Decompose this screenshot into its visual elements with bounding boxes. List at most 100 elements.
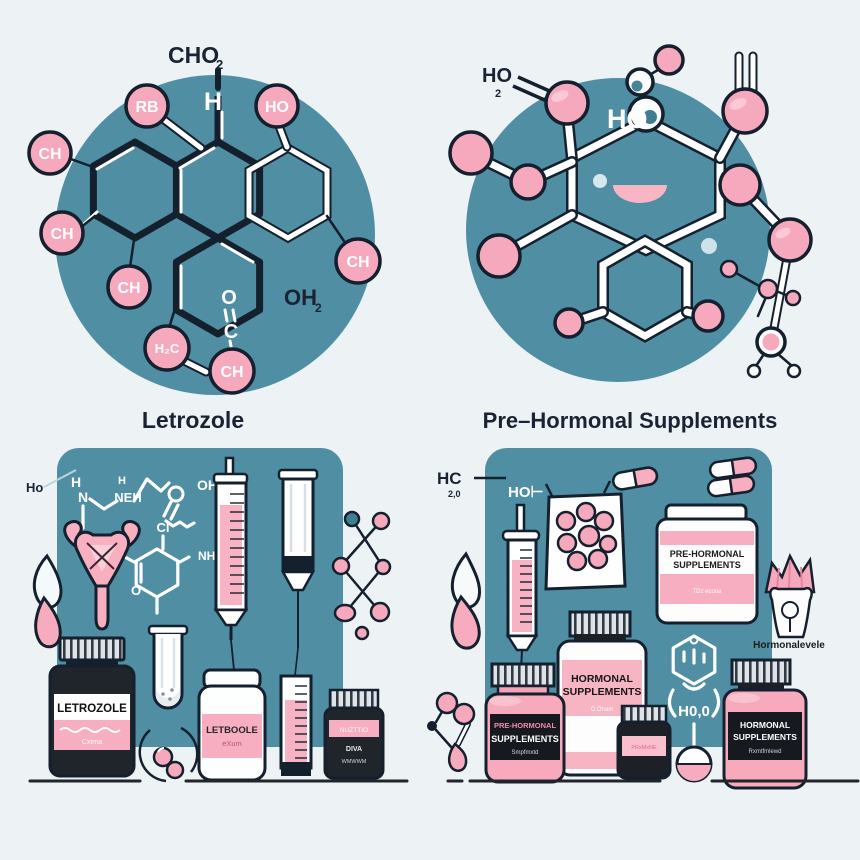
chain-ball bbox=[369, 601, 391, 623]
chain-ball bbox=[331, 556, 351, 576]
ball-stick-atoms bbox=[448, 44, 813, 379]
atom-rb-label: RB bbox=[135, 99, 158, 116]
label-pink-band bbox=[329, 720, 379, 737]
band-text: NUZTTIO bbox=[340, 727, 368, 734]
pink-ball bbox=[448, 130, 494, 176]
chain-ball bbox=[374, 558, 392, 576]
dish-arc-right bbox=[180, 726, 199, 773]
ball-highlight bbox=[551, 90, 569, 102]
letrozole-bottle-label: LETROZOLE bbox=[57, 703, 127, 715]
chain-ball bbox=[371, 511, 391, 531]
chain-ball bbox=[354, 625, 370, 641]
capsules bbox=[612, 456, 758, 498]
molecule-and-drop bbox=[427, 691, 476, 772]
bottle-shine bbox=[728, 693, 760, 703]
pink-ball-small bbox=[784, 289, 802, 307]
light-dot bbox=[593, 174, 607, 188]
hc-label: HC bbox=[437, 469, 462, 488]
skel-o-ring bbox=[167, 485, 185, 503]
hormonal-bottle-mid: HORMONAL SUPPLEMENTS O.Onam bbox=[556, 610, 648, 777]
pink-ball-small bbox=[757, 278, 779, 300]
molecule-ball bbox=[452, 702, 476, 726]
drop-pink bbox=[450, 594, 481, 650]
pill-highlight bbox=[157, 747, 165, 753]
tablet-half bbox=[677, 764, 711, 781]
pink-ball bbox=[544, 80, 590, 126]
uterus-illustration bbox=[63, 519, 141, 631]
letrozole-bottle: LETROZOLE Cxtma bbox=[48, 636, 136, 778]
ho-white-label: HO bbox=[607, 104, 648, 134]
pill bbox=[165, 760, 185, 780]
pill bbox=[555, 510, 577, 532]
atom-ch5-label: CH bbox=[346, 254, 369, 271]
tiny-atom-2 bbox=[786, 363, 802, 379]
right-line2: SUPPLEMENTS bbox=[733, 732, 797, 742]
pill bbox=[577, 524, 601, 548]
letrozole-bottle-subtext: Cxtma bbox=[82, 739, 102, 746]
teal-fleck-2 bbox=[643, 110, 657, 124]
dark-node bbox=[427, 721, 437, 731]
pink-bottle-right: HORMONAL SUPPLEMENTS Rxmtfmlewd bbox=[722, 658, 808, 790]
tiny-atom bbox=[746, 363, 762, 379]
pill bbox=[556, 532, 578, 554]
teardrop-right bbox=[450, 551, 482, 650]
jar-band-top bbox=[660, 531, 754, 545]
molecule-zigzag bbox=[331, 510, 392, 641]
annotation-line bbox=[43, 469, 77, 488]
speck bbox=[161, 692, 165, 696]
hex-dot bbox=[689, 635, 699, 645]
capsule-pair-bottom bbox=[706, 474, 756, 498]
small-black-bottle: NUZTTIO DIVA WMWWM bbox=[323, 688, 385, 780]
white-skeleton: H N H NEH OH Cl NH₂ O bbox=[71, 474, 221, 615]
left-line1: PRE-HORMONAL bbox=[494, 721, 556, 730]
letrozole-atoms: RB HO CH CH CH H₂C CH CH bbox=[27, 83, 382, 395]
taper bbox=[280, 570, 316, 592]
light-dot-2 bbox=[701, 238, 717, 254]
small-band-text: PRxMxNE bbox=[631, 745, 657, 751]
test-tube bbox=[147, 624, 189, 710]
pink-ball bbox=[553, 307, 585, 339]
hex-label: H0,0 bbox=[678, 703, 710, 720]
pill-bag bbox=[544, 480, 627, 591]
left-line2: SUPPLEMENTS bbox=[491, 734, 559, 744]
ring-atom-core bbox=[762, 333, 780, 351]
bottle-neck bbox=[574, 634, 626, 643]
pink-crescent bbox=[613, 185, 667, 203]
bottle-neck bbox=[66, 660, 118, 668]
atom-ho bbox=[254, 83, 300, 129]
ball-highlight bbox=[729, 98, 747, 110]
atom-ch3-label: CH bbox=[117, 280, 140, 297]
syringe-large bbox=[212, 456, 249, 671]
atom-ch-2 bbox=[39, 210, 85, 256]
mid-line1: HORMONAL bbox=[571, 673, 633, 685]
mid-line2: SUPPLEMENTS bbox=[563, 686, 642, 698]
label-pink-band bbox=[54, 720, 130, 750]
bottle-cap bbox=[730, 658, 792, 686]
pink-ball bbox=[476, 233, 522, 279]
atom-ch1-label: CH bbox=[38, 146, 61, 163]
ball-highlight bbox=[775, 227, 791, 239]
plunger-seal bbox=[283, 556, 313, 572]
graduation-ticks bbox=[295, 685, 307, 759]
small-bottle-right-panel: PRxMxNE bbox=[616, 704, 672, 780]
pink-ball bbox=[691, 299, 725, 333]
bag-flap bbox=[602, 480, 612, 494]
supplement-products-panel: HC 2,0 HO⊢ bbox=[427, 448, 860, 790]
uterus-lines bbox=[86, 542, 118, 570]
teal-fleck bbox=[631, 80, 643, 92]
label-black bbox=[728, 712, 802, 760]
right-line1: HORMONAL bbox=[740, 720, 790, 730]
capsule-single bbox=[612, 466, 659, 491]
atom-h2c-label: H₂C bbox=[155, 341, 180, 356]
dish-arc-left bbox=[138, 729, 167, 783]
capsule-pair-top bbox=[708, 456, 758, 480]
pill bbox=[575, 501, 597, 523]
pink-drop bbox=[447, 742, 468, 772]
jar-title: LETBOOLE bbox=[206, 725, 258, 736]
letrozole-ring-skeleton bbox=[66, 67, 352, 377]
letrozole-products-panel: Ho H N H NEH OH Cl NH₂ O bbox=[26, 448, 409, 783]
bottle-cap bbox=[490, 662, 556, 688]
teal-circle-backdrop-2 bbox=[466, 78, 770, 382]
pink-ball bbox=[718, 163, 762, 207]
